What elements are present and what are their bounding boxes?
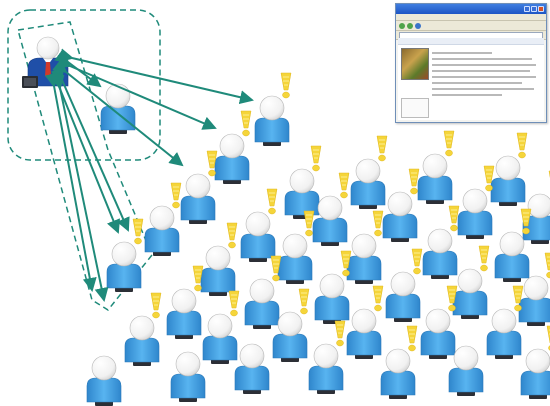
back-icon[interactable] [399,22,405,29]
person-icon [234,343,270,395]
browser-page [398,38,544,120]
page-image [401,48,429,80]
browser-toolbar [396,21,546,31]
exclamation-icon [310,145,322,172]
exclamation-icon [372,285,384,312]
person-icon [346,233,382,285]
page-text-line [432,88,534,90]
close-icon[interactable] [538,6,544,12]
person-icon [346,308,382,360]
person-icon [214,133,250,185]
person-icon [202,313,238,365]
person-icon [490,155,526,207]
exclamation-icon [376,135,388,162]
person-icon [518,275,550,327]
exclamation-icon [266,188,278,215]
exclamation-icon [483,165,495,192]
arrow [50,74,109,302]
person-icon [124,315,160,367]
exclamation-icon [228,290,240,317]
page-nav [398,38,544,45]
exclamation-icon [170,182,182,209]
person-icon [200,245,236,297]
forward-icon[interactable] [407,22,413,29]
person-icon [486,308,522,360]
person-icon [382,191,418,243]
minimize-icon[interactable] [524,6,530,12]
person-icon [417,153,453,205]
exclamation-icon [372,210,384,237]
person-icon [385,271,421,323]
page-text-line [432,94,502,96]
page-text-line [432,58,532,60]
exclamation-icon [303,210,315,237]
exclamation-icon [298,288,310,315]
exclamation-icon [150,292,162,319]
person-icon [86,355,122,406]
browser-menubar [396,14,546,21]
person-icon [452,268,488,320]
exclamation-icon [512,285,524,312]
person-icon [308,343,344,395]
exclamation-icon [334,320,346,347]
browser-window [395,3,547,123]
page-text-line [432,70,530,72]
person-icon [106,241,142,293]
exclamation-icon [516,132,528,159]
page-side-box [401,98,429,118]
exclamation-icon [478,245,490,272]
home-icon[interactable] [415,22,421,29]
person-icon [170,351,206,403]
exclamation-icon [408,168,420,195]
person-icon [244,278,280,330]
person-icon [380,348,416,400]
person-icon [277,233,313,285]
page-text-line [432,52,492,54]
page-text-line [432,76,536,78]
arrow [54,49,102,88]
exclamation-icon [443,130,455,157]
person-icon [520,348,550,400]
message-arrows [44,48,254,302]
exclamation-icon [338,172,350,199]
person-icon [180,173,216,225]
exclamation-icon [448,205,460,232]
person-icon [420,308,456,360]
person-icon [240,211,276,263]
exclamation-icon [544,252,550,279]
person-icon [350,158,386,210]
page-text-line [432,82,522,84]
arrow [44,72,97,292]
exclamation-icon [411,248,423,275]
exclamation-icon [240,110,252,137]
person-icon [314,273,350,325]
person-icon [457,188,493,240]
page-text-line [432,64,536,66]
browser-titlebar [396,4,546,14]
maximize-icon[interactable] [531,6,537,12]
person-icon [254,95,290,147]
person-icon [144,205,180,257]
person-icon [422,228,458,280]
exclamation-icon [406,325,418,352]
exclamation-icon [280,72,292,99]
exclamation-icon [226,222,238,249]
person-icon [166,288,202,340]
businessman-icon [22,36,69,88]
